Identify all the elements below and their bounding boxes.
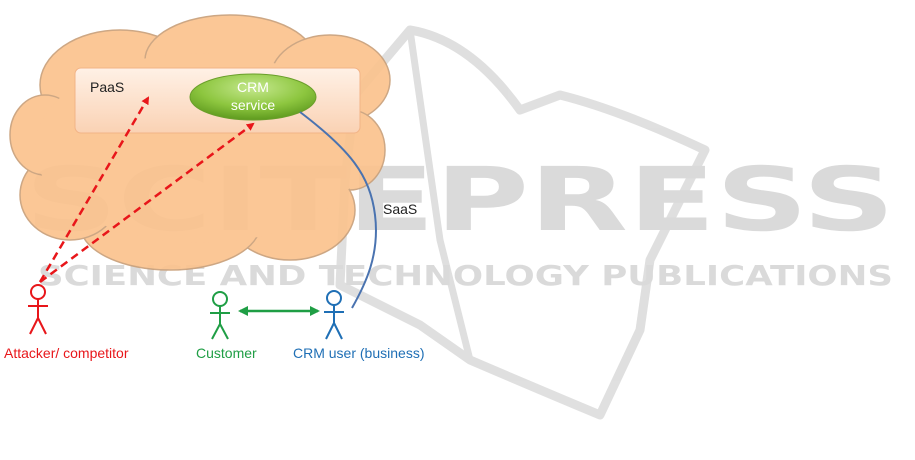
attacker-figure-icon: [28, 285, 48, 334]
customer-label: Customer: [196, 345, 257, 361]
saas-label: SaaS: [383, 201, 417, 217]
cloud: [10, 15, 390, 270]
customer-figure-icon: [210, 292, 230, 339]
crm-user-figure-icon: [324, 291, 344, 339]
crm-service-label-line1: CRM: [237, 79, 269, 95]
crm-user-label: CRM user (business): [293, 345, 424, 361]
crm-service-label-line2: service: [231, 97, 276, 113]
attacker-label: Attacker/ competitor: [4, 345, 129, 361]
paas-label: PaaS: [90, 79, 124, 95]
